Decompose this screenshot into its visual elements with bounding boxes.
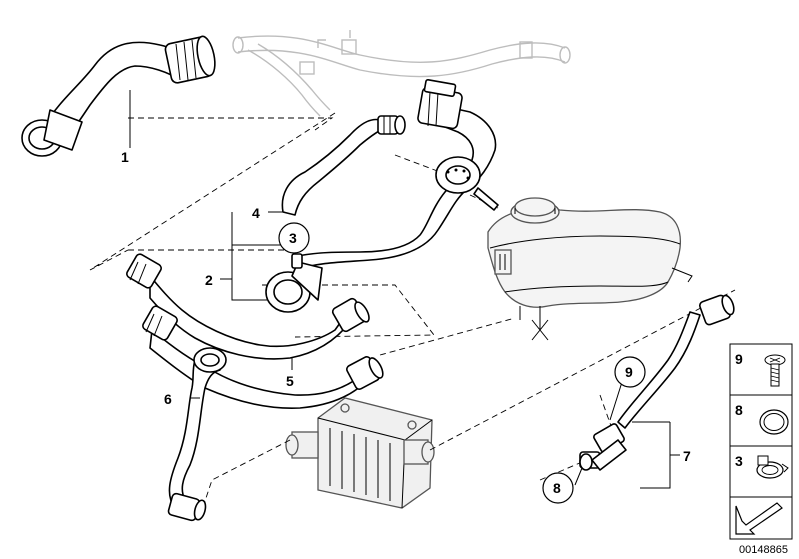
legend-label-9: 9 (735, 351, 743, 367)
hose-2 (265, 79, 499, 313)
callout-8: 8 (553, 480, 561, 496)
hose-6 (167, 347, 227, 522)
hose-1-bottom-connector (21, 109, 83, 157)
hose-5-lower-left-connector (142, 305, 178, 341)
hose-5-upper-left-connector (126, 253, 162, 289)
screw-icon (764, 354, 786, 387)
hose-5-upper-right-connector (331, 297, 370, 333)
oil-cooler (285, 397, 435, 509)
hose-1-top-connector (164, 35, 216, 84)
legend-label-8: 8 (735, 402, 743, 418)
callout-6: 6 (164, 391, 172, 407)
hose-4 (281, 115, 406, 216)
hose-4-connector (377, 115, 406, 135)
hose-6-tee (193, 347, 227, 373)
callout-1: 1 (121, 149, 129, 165)
hose-7 (579, 294, 735, 471)
document-number: 00148865 (739, 544, 788, 556)
hose-2-side-branch (435, 156, 499, 211)
legend-cell-8 (729, 394, 793, 447)
callout-3: 3 (289, 230, 297, 246)
callout-7: 7 (683, 448, 691, 464)
direction-arrow-icon (735, 502, 783, 535)
hose-1 (21, 35, 216, 157)
hose-2-top-connector (417, 79, 463, 130)
callout-2: 2 (205, 272, 213, 288)
expansion-tank (487, 197, 693, 341)
hose-5-lower-right-connector (346, 356, 384, 390)
ghost-upper-pipe (232, 30, 571, 117)
callout-3-circle (278, 222, 310, 254)
hose-2-bottom-connector (265, 253, 323, 313)
hose-clamp-icon (756, 455, 789, 479)
hose-7-top-connector (699, 294, 735, 326)
callout-9: 9 (625, 364, 633, 380)
o-ring-icon (759, 409, 789, 435)
hose-6-bottom-connector (167, 492, 207, 522)
hose-5 (126, 253, 384, 409)
callout-5: 5 (286, 373, 294, 389)
hose-7-bottom-connector (579, 423, 627, 471)
leader-lines (129, 90, 680, 489)
legend-panel: 9 8 3 (729, 343, 793, 540)
assembly-lines (89, 112, 736, 511)
legend-cell-9 (729, 343, 793, 396)
callout-8-circle (542, 472, 574, 504)
callout-4: 4 (252, 205, 260, 221)
legend-label-3: 3 (735, 453, 743, 469)
callout-9-circle (614, 356, 646, 388)
callouts: 1 2 3 4 5 6 7 8 9 (121, 149, 691, 504)
